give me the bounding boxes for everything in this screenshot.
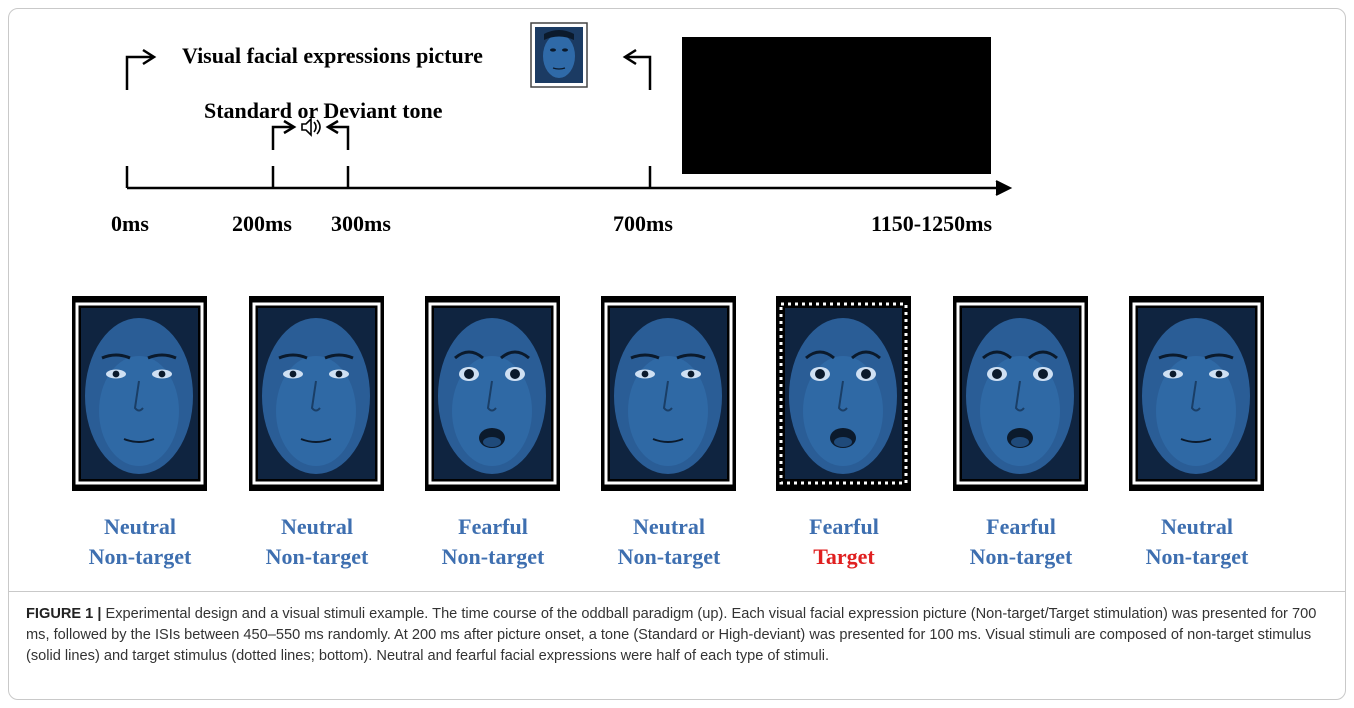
stimulus-role: Non-target (617, 544, 721, 569)
picture-offset-arrow (627, 55, 652, 90)
figure-frame (8, 8, 1346, 700)
stimulus-face-5 (776, 296, 911, 491)
stimulus-face-1 (72, 296, 207, 491)
visual-stimulus-label: Visual facial expressions picture (182, 43, 483, 68)
stimulus-face-2 (249, 296, 384, 491)
time-axis-arrowhead (995, 180, 1013, 196)
tone-onset-arrow (271, 125, 292, 150)
face-thumbnail (530, 22, 588, 88)
blank-isi-screen (682, 37, 991, 174)
stimulus-role: Target (813, 544, 875, 569)
stimulus-emotion: Neutral (1160, 514, 1234, 539)
stimulus-emotion: Fearful (809, 514, 879, 539)
figure-caption: FIGURE 1 | Experimental design and a vis… (26, 604, 1336, 667)
figure-label: FIGURE 1 | (26, 606, 102, 622)
stimulus-role: Non-target (441, 544, 545, 569)
stimulus-emotion: Neutral (280, 514, 354, 539)
tick-label-700ms: 700ms (613, 211, 673, 236)
stimulus-face-4 (601, 296, 736, 491)
speaker-icon (301, 117, 321, 137)
tone-offset-arrow (330, 125, 350, 150)
tick-label-0ms: 0ms (111, 211, 149, 236)
stimulus-emotion: Fearful (458, 514, 528, 539)
stimulus-role: Non-target (88, 544, 192, 569)
stimulus-role: Non-target (265, 544, 369, 569)
stimulus-face-3 (425, 296, 560, 491)
stimulus-face-7 (1129, 296, 1264, 491)
picture-onset-arrow (125, 55, 152, 90)
stimulus-face-6 (953, 296, 1088, 491)
tick-label-300ms: 300ms (331, 211, 391, 236)
tick-label-200ms: 200ms (232, 211, 292, 236)
tick-label-1150-1250ms: 1150-1250ms (871, 211, 992, 236)
stimulus-role: Non-target (1145, 544, 1249, 569)
stimulus-emotion: Neutral (632, 514, 706, 539)
stimulus-role: Non-target (969, 544, 1073, 569)
caption-divider (8, 591, 1346, 592)
caption-text: Experimental design and a visual stimuli… (26, 606, 1317, 664)
timeline-diagram (125, 22, 1013, 196)
tone-stimulus-label: Standard or Deviant tone (204, 98, 443, 123)
stimulus-emotion: Neutral (103, 514, 177, 539)
stimulus-emotion: Fearful (986, 514, 1056, 539)
